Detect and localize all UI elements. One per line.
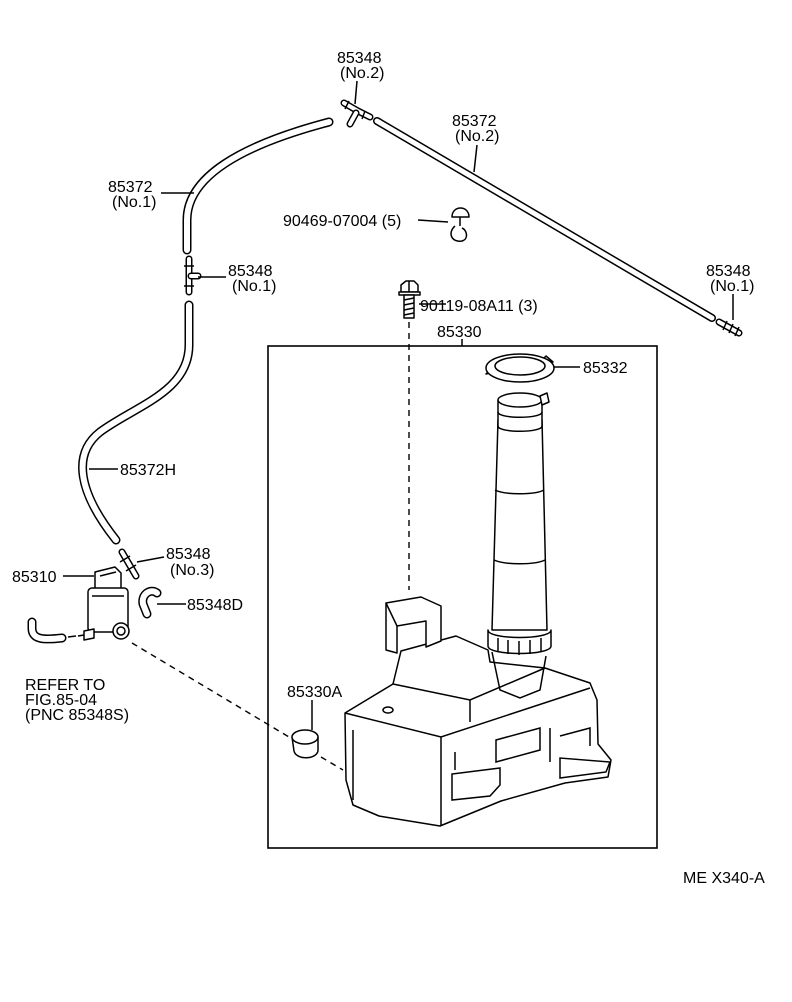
label-85348-no2-part: 85348 xyxy=(337,50,382,67)
hose-85372-no1 xyxy=(182,117,334,255)
label-85348-no3-part: 85348 xyxy=(166,546,211,563)
label-85348-no1-left-part: 85348 xyxy=(228,263,273,280)
label-refer-line3: (PNC 85348S) xyxy=(25,707,129,724)
washer-motor-pump xyxy=(83,566,130,641)
tank-cap-85332 xyxy=(485,353,555,383)
joint-85348-no3 xyxy=(118,548,140,580)
hose-85348d xyxy=(138,586,162,619)
joint-85348-no2 xyxy=(340,99,374,128)
label-tank-assy: 85330 xyxy=(437,324,482,341)
bolt-90119 xyxy=(398,280,421,319)
label-85348-no1-left-note: (No.1) xyxy=(232,278,276,295)
label-bolt: 90119-08A11 (3) xyxy=(420,298,538,315)
dashed-line-grommet-to-tank xyxy=(320,756,344,771)
leader-lines xyxy=(63,80,734,730)
hose-85372-no2 xyxy=(373,117,716,322)
label-85372-no2-part: 85372 xyxy=(452,113,497,130)
label-hose-h: 85372H xyxy=(120,462,176,479)
label-hose-d: 85348D xyxy=(187,597,243,614)
dashed-line-pump-to-grommet xyxy=(131,642,290,738)
figure-code: ME X340-A xyxy=(683,870,765,887)
label-grommet: 85330A xyxy=(287,684,342,701)
clip-90469 xyxy=(450,207,470,242)
label-motor-pump: 85310 xyxy=(12,569,57,586)
filler-neck xyxy=(487,392,552,655)
hose-85348s xyxy=(27,617,85,644)
label-85372-no1-part: 85372 xyxy=(108,179,153,196)
label-cap: 85332 xyxy=(583,360,628,377)
label-refer-line2: FIG.85-04 xyxy=(25,692,97,709)
label-85372-no2-note: (No.2) xyxy=(455,128,499,145)
joint-85348-no1-left xyxy=(184,255,202,296)
washer-tank xyxy=(344,596,612,827)
label-clip: 90469-07004 (5) xyxy=(283,213,401,230)
joint-85348-no1-right xyxy=(715,318,743,337)
hose-85372h xyxy=(78,300,194,545)
label-85348-no3-note: (No.3) xyxy=(170,562,214,579)
label-85372-no1-note: (No.1) xyxy=(112,194,156,211)
label-85348-no2-note: (No.2) xyxy=(340,65,384,82)
label-refer-line1: REFER TO xyxy=(25,677,105,694)
label-85348-no1-right-note: (No.1) xyxy=(710,278,754,295)
grommet-85330a xyxy=(291,729,319,759)
label-85348-no1-right-part: 85348 xyxy=(706,263,751,280)
